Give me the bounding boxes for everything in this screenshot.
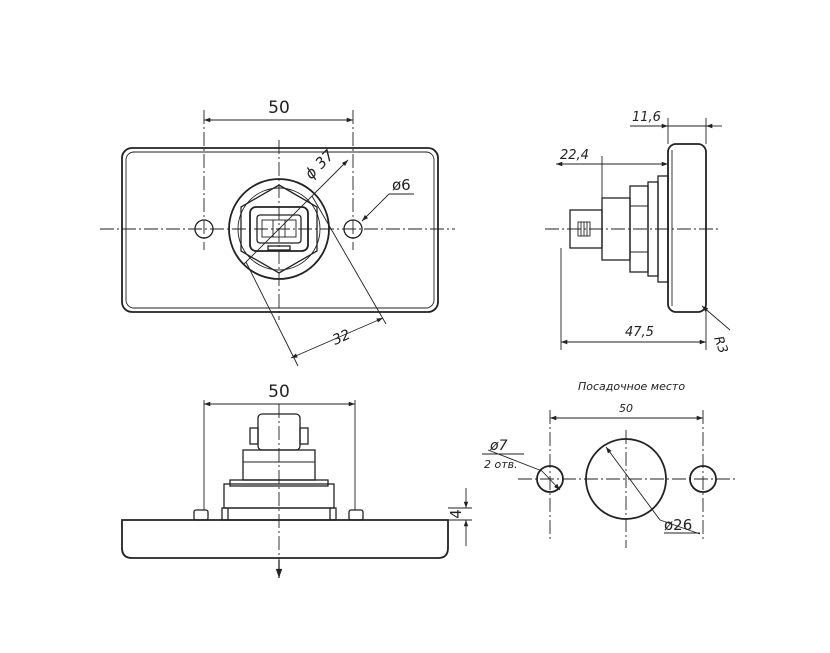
connector-socket-inner [256, 214, 302, 244]
front-hole-leader [361, 193, 390, 222]
side-view: 11,6 22,4 47,5 R3 [545, 110, 731, 356]
connector-nut-circle [237, 187, 321, 271]
front-view: 50 ϕ 37 ø6 32 [100, 98, 455, 367]
mount-hole-leader-top [487, 449, 543, 472]
mount-right-hole [689, 465, 717, 493]
front-plate-inner-edge [125, 151, 435, 309]
front-diameter-leader [243, 159, 349, 265]
bottom-view: 50 4 [121, 382, 472, 578]
mounting-cutout-view: Посадочное место 50 ø7 2 отв. ø26 [482, 380, 735, 548]
mount-hole-diameter-label: ø7 [489, 438, 508, 454]
front-hole-diameter-label: ø6 [392, 176, 411, 194]
bottom-flange-height-label: 4 [447, 509, 465, 519]
front-left-hole [194, 219, 214, 239]
side-radius-leader [701, 305, 731, 331]
mounting-title: Посадочное место [578, 380, 685, 393]
connector-outer-ring [228, 178, 330, 280]
side-flange-thickness-label: 11,6 [632, 110, 661, 125]
side-flange [667, 143, 707, 313]
mount-cutout-leader [605, 446, 661, 521]
bottom-width-label: 50 [268, 382, 290, 402]
mount-cutout-diameter-label: ø26 [664, 516, 692, 534]
front-diag-label: 32 [330, 327, 353, 349]
side-radius-label: R3 [710, 334, 730, 355]
front-right-hole [343, 219, 363, 239]
bottom-screw-right [348, 509, 364, 521]
connector-key [267, 245, 291, 251]
side-total-length-label: 47,5 [625, 325, 654, 340]
connector-hex-nut [240, 184, 318, 274]
mount-left-hole [536, 465, 564, 493]
side-body-length-label: 22,4 [560, 148, 589, 163]
bottom-screw-left [193, 509, 209, 521]
bottom-flange [121, 519, 449, 559]
front-diameter-large-label: ϕ 37 [301, 146, 338, 183]
mount-cutout-circle [585, 438, 667, 520]
side-plug-section [569, 209, 603, 249]
bottom-latch-left [249, 427, 259, 445]
front-diag-ext-1 [245, 261, 299, 367]
connector-socket-housing [249, 206, 309, 252]
mount-hole-count-label: 2 отв. [484, 458, 518, 471]
front-diag-dim-line [290, 317, 384, 359]
front-diag-ext-2 [311, 195, 387, 325]
bottom-latch-right [299, 427, 309, 445]
front-width-label: 50 [268, 98, 290, 118]
mount-width-label: 50 [619, 402, 633, 415]
front-plate-outline [121, 147, 439, 313]
mount-cutout-leader-shelf [659, 519, 701, 535]
mount-hole-leader-arrow [541, 470, 561, 491]
connector-pin-area [261, 219, 297, 238]
